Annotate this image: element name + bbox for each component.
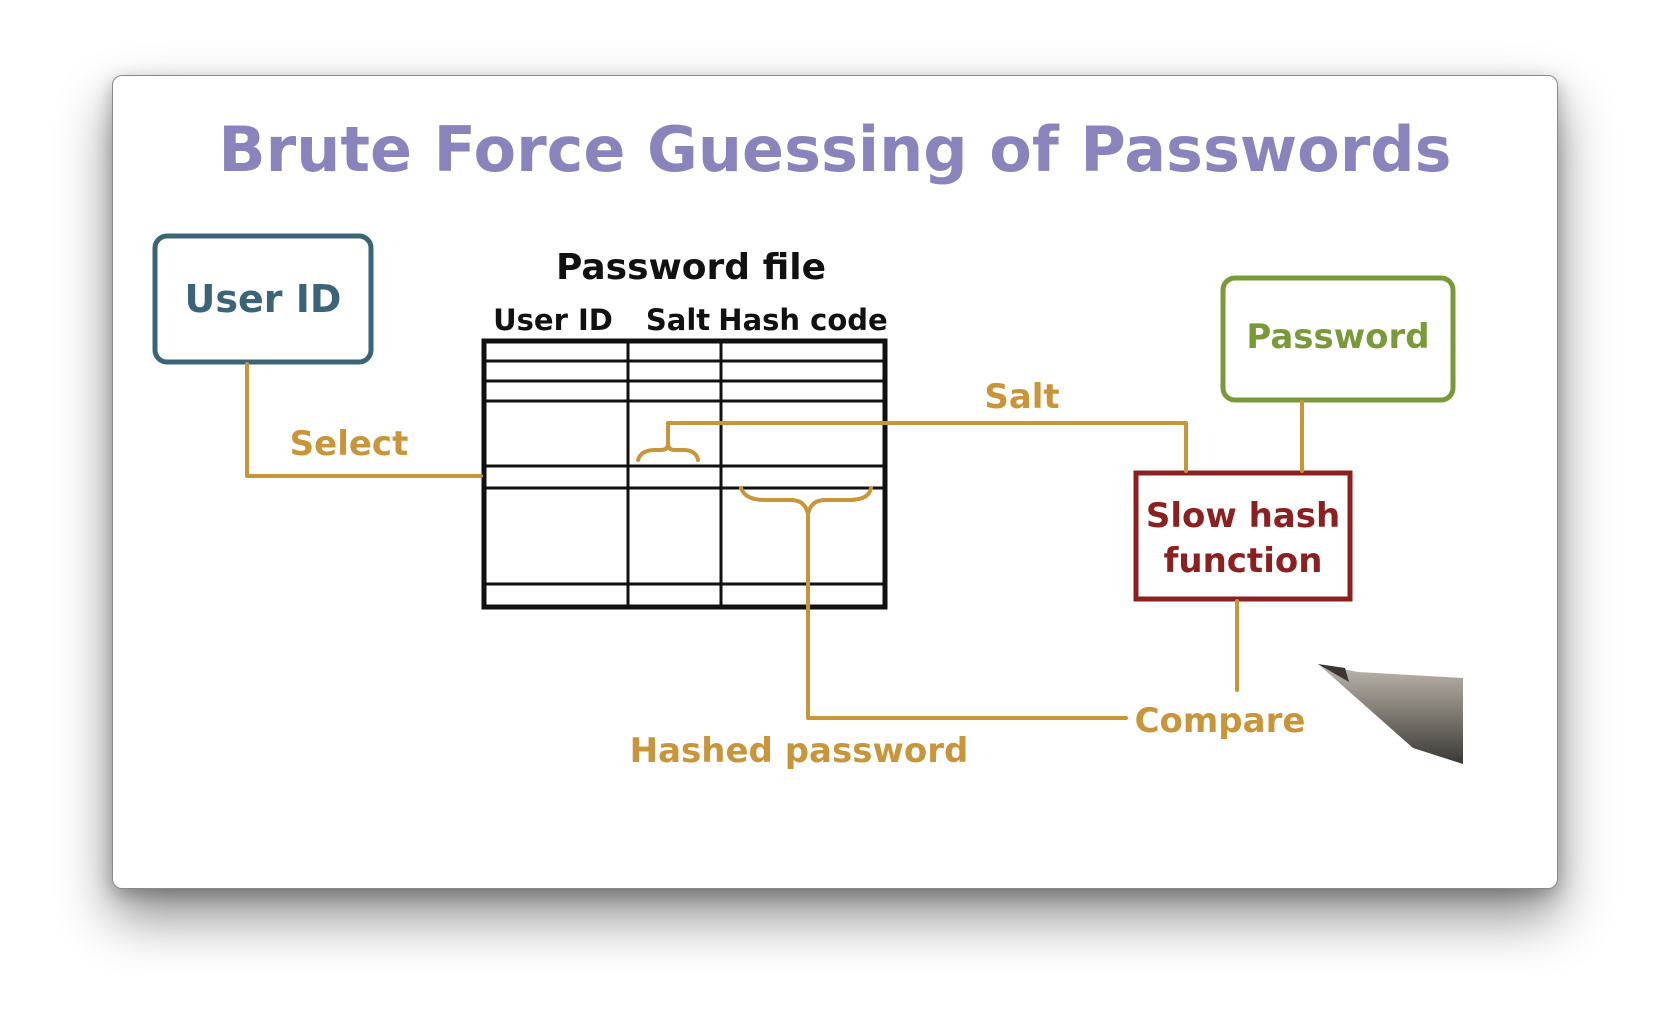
pen-icon <box>1318 664 1463 764</box>
video-frame: Brute Force Guessing of Passwords User I… <box>112 75 1558 889</box>
user-id-node: User ID <box>152 233 374 365</box>
user-id-label: User ID <box>185 277 342 321</box>
password-file-table <box>481 338 888 610</box>
salt-brace <box>636 442 700 462</box>
diagram-title: Brute Force Guessing of Passwords <box>218 113 1451 186</box>
column-header-salt: Salt <box>646 303 710 337</box>
compare-label: Compare <box>1135 701 1306 741</box>
salt-connector <box>666 421 1188 473</box>
slow-hash-node: Slow hash function <box>1133 470 1353 602</box>
user-id-box <box>152 233 374 365</box>
salt-label: Salt <box>984 377 1059 417</box>
password-box <box>1220 275 1456 403</box>
hash-code-brace <box>739 486 873 516</box>
select-connector <box>245 362 483 478</box>
slow-hash-label-line1: Slow hash <box>1146 496 1340 536</box>
slow-hash-box <box>1133 470 1353 602</box>
password-file-title: Password file <box>556 247 826 288</box>
column-header-hash-code: Hash code <box>718 303 887 337</box>
hashed-password-connector <box>806 514 1128 720</box>
password-node: Password <box>1220 275 1456 403</box>
column-header-user-id: User ID <box>493 303 613 337</box>
hashed-password-label: Hashed password <box>630 731 969 771</box>
password-label: Password <box>1246 317 1429 357</box>
diagram-canvas: Brute Force Guessing of Passwords User I… <box>152 113 1463 771</box>
slow-hash-label-line2: function <box>1164 541 1323 581</box>
table-border <box>481 338 888 610</box>
select-label: Select <box>290 424 409 464</box>
connectors <box>245 362 1304 720</box>
